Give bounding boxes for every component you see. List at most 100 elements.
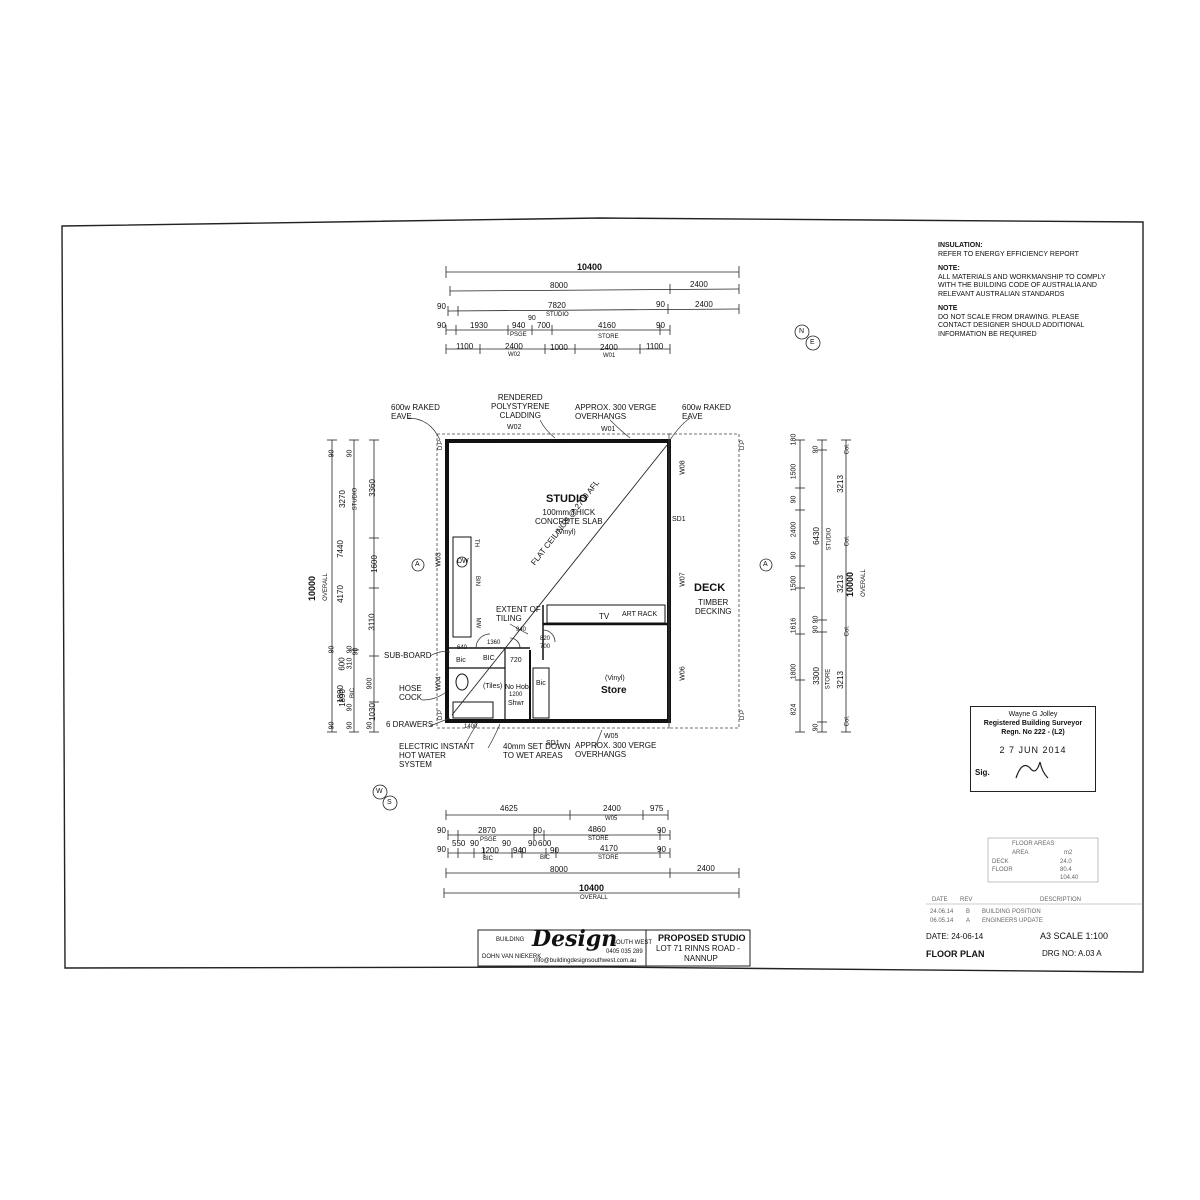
left-s9: 90 [366,721,374,730]
floor-areas-total: 104.40 [1060,875,1079,881]
bot-overall-sub: OVERALL [580,895,608,901]
left-bic: BIC [350,687,357,699]
left-3360: 3360 [367,479,377,497]
bot-r2-90a: 90 [437,826,446,835]
tb-south-west: SOUTH WEST [612,940,652,946]
top-r4-1000: 1000 [550,343,568,352]
left-overall-sub: OVERALL [322,573,329,601]
bot-r2-store: STORE [588,836,609,842]
left-studio: STUDIO [352,487,359,511]
ceiling-line [451,444,668,716]
top-r3-store: STORE [598,334,619,340]
bot-r1-2400: 2400 [603,804,621,813]
room-deck-title: DECK [694,582,726,594]
tb-brand-logo: Design [532,926,618,952]
label-bic2: BIC [483,655,495,662]
downpipe-2: D.P [740,439,747,451]
top-r3-90b: 90 [528,315,536,322]
label-verge-bottom: APPROX. 300 VERGE OVERHANGS [575,741,657,759]
right-studio: STUDIO [826,527,833,551]
right-overall-dim: 10000 [845,571,856,598]
dimension-lines [327,266,851,898]
top-r3-psge: PSGE [510,332,527,338]
tb-phone: 0405 035 289 [606,949,643,955]
rev-r1-date: 24.06.14 [930,909,954,915]
tb-building: BUILDING [496,937,525,943]
right-1616: 1616 [790,617,798,634]
top-r3-1930: 1930 [470,321,488,330]
left-s4: 90 [328,721,336,730]
top-dim-90b: 90 [656,300,665,309]
floor-areas-title: FLOOR AREAS [1012,841,1055,847]
drawing-title: FLOOR PLAN [926,949,985,959]
floor-areas-r1-val: 24.0 [1060,859,1072,865]
left-7440: 7440 [335,540,345,558]
bot-r2-2870: 2870 [478,826,496,835]
tb-address: LOT 71 RINNS ROAD - [656,944,740,953]
room-studio-slab: 100mm THICK CONCRETE SLAB [535,508,603,526]
title-block-lines [477,837,1143,967]
right-c2-90b: 90 [812,625,820,634]
stamp-title: Registered Building Surveyor [983,720,1083,727]
right-6430: 6430 [811,527,821,545]
top-r3-90c: 90 [656,321,665,330]
rev-h-date: DATE [932,897,948,903]
bot-r2-psge: PSGE [480,837,497,843]
window-w05: W05 [604,733,619,740]
floor-areas-r1-name: DECK [992,859,1009,865]
bot-overall-dim: 10400 [579,883,605,893]
top-r4-w01: W01 [603,353,616,359]
left-3270: 3270 [337,490,347,508]
right-90b: 90 [790,551,798,560]
dim-720: 720 [510,657,522,664]
compass-n: N [799,328,805,335]
surveyor-stamp: Wayne G Jolley Registered Building Surve… [970,706,1096,792]
left-1600: 1600 [369,555,379,573]
dim-940: 940 [516,627,527,633]
bot-r3-600: 600 [538,839,552,848]
floor-areas-r2-name: FLOOR [992,867,1013,873]
top-r3-90a: 90 [437,321,446,330]
compass-w: W [376,788,383,795]
downpipe-4: D.P [740,709,747,721]
right-col-b: Col. [844,535,851,547]
left-s8: 90 [346,703,354,712]
left-overall-dim: 10000 [307,575,318,602]
label-dw: DW [457,558,469,565]
right-store: STORE [825,668,832,690]
left-s5: 90 [346,721,354,730]
window-w07: W07 [679,572,687,587]
tb-email: info@buildingdesignsouthwest.com.au [534,958,637,964]
label-bic3: Bic [536,680,546,687]
tb-designer: DOHN VAN NIEKERK [482,954,542,960]
window-w03: W03 [435,552,443,567]
label-bin: BIN [474,575,481,587]
bot-r1-w05: W05 [605,816,618,822]
rev-r1-desc: BUILDING POSITION [982,909,1041,915]
general-notes: INSULATION: REFER TO ENERGY EFFICIENCY R… [938,242,1113,345]
label-art-rack: ART RACK [622,611,658,618]
window-w02: W02 [507,424,522,431]
left-s10: 900 [366,677,374,690]
stamp-sig-label: Sig. [975,768,990,777]
right-c2-90c: 90 [812,615,820,624]
right-1500a: 1500 [790,463,798,480]
bot-r3-940: 940 [513,846,527,855]
bot-r3-1200: 1200 [481,846,499,855]
bot-r3-90f: 90 [657,845,666,854]
bot-r3-90a: 90 [437,845,446,854]
section-marker-right: A [763,561,768,568]
bot-r3-4170: 4170 [600,844,618,853]
label-bic1: Bic [456,657,466,664]
room-store-title: Store [601,685,627,696]
top-r4-1100a: 1100 [456,342,474,351]
label-drawers: 6 DRAWERS [386,720,434,729]
drawing-number: DRG NO: A.03 A [1042,949,1102,958]
bot-r1-4625: 4625 [500,804,518,813]
right-3213a: 3213 [835,475,845,493]
note2-heading: NOTE [938,305,958,312]
bot-r2-90b: 90 [533,826,542,835]
stamp-reg: Regn. No 222 - (L2) [1001,729,1065,736]
label-shwr: Shwr [508,700,524,707]
